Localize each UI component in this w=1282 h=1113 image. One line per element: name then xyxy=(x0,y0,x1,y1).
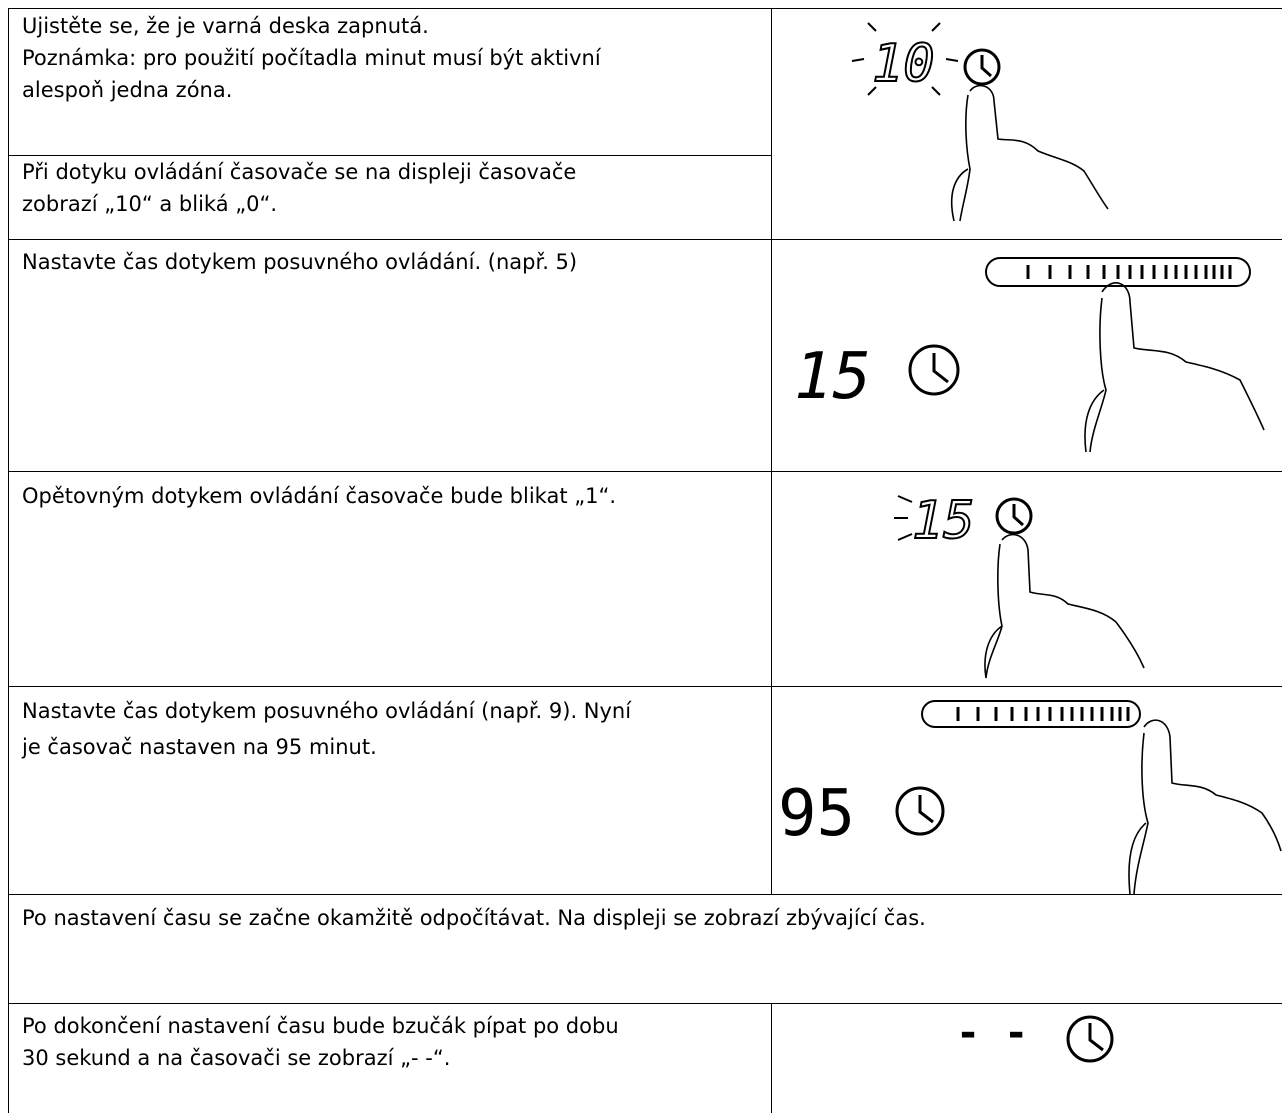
step-text: Po dokončení nastavení času bude bzučák … xyxy=(22,1014,619,1070)
slider-icon xyxy=(985,257,1251,287)
timer-display: 10 xyxy=(872,34,935,94)
clock-icon xyxy=(1066,1015,1114,1063)
timer-display: 95 xyxy=(778,777,855,851)
blink-rays-icon xyxy=(894,495,913,541)
step-text: Opětovným dotykem ovládání časovače bude… xyxy=(22,484,617,508)
timer-illustration-2: 15 xyxy=(794,257,1265,453)
blink-rays-icon xyxy=(851,22,959,96)
timer-display: - - xyxy=(956,1010,1028,1056)
row-divider xyxy=(8,686,1282,687)
finger-icon xyxy=(984,533,1145,679)
timer-illustration-1: 10 xyxy=(851,22,1109,222)
step-text: Při dotyku ovládání časovače se na displ… xyxy=(22,160,577,216)
finger-icon xyxy=(950,84,1109,222)
clock-icon xyxy=(995,497,1033,535)
row-divider xyxy=(8,1003,1282,1004)
column-divider xyxy=(771,1003,772,1113)
table-border-top xyxy=(8,8,1282,9)
row-divider xyxy=(8,894,1282,895)
row-divider xyxy=(8,239,1282,240)
table-border-left xyxy=(8,8,9,1113)
row-divider xyxy=(8,471,1282,472)
step-text: Nastavte čas dotykem posuvného ovládání.… xyxy=(22,250,578,274)
timer-illustration-3: 15 xyxy=(894,490,1145,679)
finger-icon xyxy=(1128,719,1282,895)
timer-illustration-5: - - xyxy=(956,1010,1114,1063)
column-divider xyxy=(771,8,772,894)
finger-icon xyxy=(1084,282,1265,453)
clock-icon xyxy=(963,48,1001,86)
row-divider xyxy=(8,155,772,156)
clock-icon xyxy=(908,344,960,396)
step-text: Ujistěte se, že je varná deska zapnutá. … xyxy=(22,14,601,102)
slider-icon xyxy=(921,700,1141,728)
step-text: Nastavte čas dotykem posuvného ovládání … xyxy=(22,699,632,759)
clock-icon xyxy=(895,786,945,836)
timer-illustration-4: 95 xyxy=(778,700,1282,895)
step-text: Po nastavení času se začne okamžitě odpo… xyxy=(22,906,926,930)
timer-display: 15 xyxy=(912,491,975,551)
timer-display: 15 xyxy=(794,340,871,414)
